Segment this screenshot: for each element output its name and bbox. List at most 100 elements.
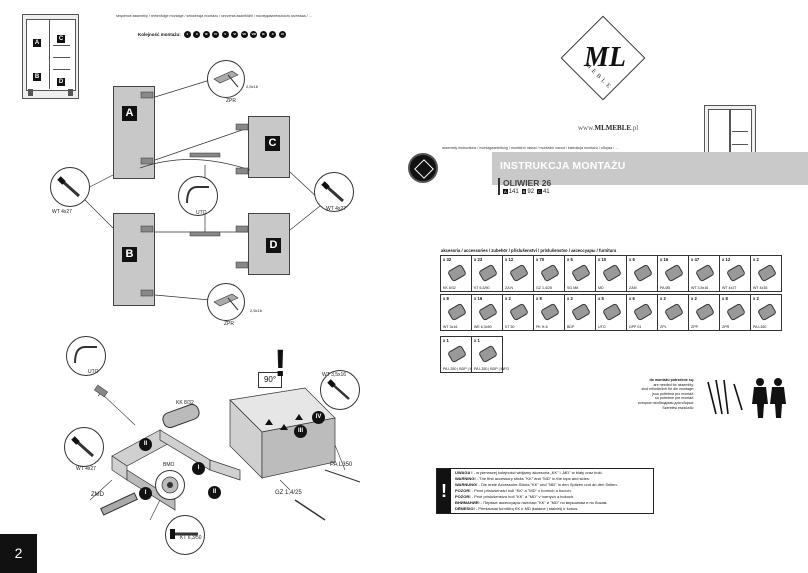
callout-zpr-top [207, 60, 245, 98]
accessory-qty: x 12 [505, 257, 514, 262]
warning-head: DĖMESIO! [455, 506, 475, 511]
sequence-step: 1 [183, 30, 191, 38]
sequence-step: IX [259, 30, 267, 38]
accessory-qty: x 2 [567, 296, 573, 301]
sequence-label: Kolejność montażu: [138, 31, 181, 37]
warning-line: WARNUNG! - Die erste Accessoire-Sticks "… [455, 482, 653, 488]
accessory-qty: x 2 [753, 257, 759, 262]
accessory-icon [633, 263, 653, 283]
warning-box: ! UWAGA ! - w pierwszej kolejności wbija… [436, 468, 654, 514]
accessory-code: KT 50 [505, 325, 515, 329]
accessory-icon [726, 263, 746, 283]
warning-head: UWAGA ! [455, 470, 473, 475]
warning-head: WARNUNG! [455, 482, 478, 487]
warning-line: WARNING! - The first accessory sticks "K… [455, 476, 653, 482]
accessory-icon [571, 263, 591, 283]
wt-lower-label: WT 4x27 [76, 466, 96, 472]
warning-line: UWAGA ! - w pierwszej kolejności wbijamy… [455, 470, 653, 476]
accessory-qty: x 2 [660, 296, 666, 301]
warning-exclamation: ! [274, 343, 287, 385]
zpr-bottom-label: ZPR [224, 321, 234, 327]
quality-seal [408, 153, 438, 183]
cabinet-letter-a: A [33, 39, 41, 47]
accessory-icon [664, 302, 684, 322]
accessory-qty: x 8 [443, 296, 449, 301]
tools-text-line: sú potrebné pre montáž: [655, 396, 694, 401]
accessory-code: ZPL [660, 325, 667, 329]
accessory-code: GZ 1,4/25 [536, 286, 552, 290]
accessory-code: WT 4x35 [753, 286, 768, 290]
accessory-qty: x 23 [474, 257, 483, 262]
accessory-qty: x 70 [536, 257, 545, 262]
callout-zpr-bottom [207, 283, 245, 321]
accessory-qty: x 6 [567, 257, 573, 262]
warning-text: - Pirmiausiai furnitūrą KK ir MD įkalame… [474, 506, 579, 511]
step-marker-ii-a: II [139, 438, 152, 451]
uto-label: UTO [196, 210, 207, 216]
product-code-badge: A [503, 189, 508, 194]
accessory-cell: x 1 PA L350 | BDP | INFO [440, 336, 478, 373]
accessory-code: PA L350 | BDP | INFO [474, 367, 510, 371]
product-code-value: 92 [527, 189, 535, 195]
accessory-qty: x 1 [443, 338, 449, 343]
accessory-code: PA L350 | BDP | INFO [443, 367, 479, 371]
warning-text: - The first accessory sticks "KK" and "M… [475, 476, 590, 481]
accessory-code: MD [598, 286, 604, 290]
sequence-step: II [193, 30, 201, 38]
warning-head: POZOR! [455, 494, 471, 499]
accessory-icon [478, 344, 498, 364]
accessory-icon [633, 302, 653, 322]
accessory-icon [757, 263, 777, 283]
product-code-badge: B [521, 189, 527, 194]
accessory-icon [540, 302, 560, 322]
callout-wt-left [50, 167, 90, 207]
product-code-badge: C [537, 189, 542, 194]
callout-uto-lower [66, 336, 106, 376]
accessory-cell: x 70 GZ 1,4/25 [533, 255, 565, 292]
bmo-label: BMO [163, 462, 175, 468]
cabinet-letter-c: C [57, 35, 65, 43]
accessory-cell: x 2 WT 4x35 [750, 255, 782, 292]
callout-uto [178, 176, 218, 216]
angle-box: 90° [258, 372, 282, 388]
panel-b-label: B [122, 247, 137, 262]
assembly-lines-upper [79, 79, 321, 301]
zpr-top-label: ZPR [226, 98, 236, 104]
accessory-qty: x 16 [660, 257, 669, 262]
accessory-code: KK 8/32 [443, 286, 456, 290]
tools-text: do montażu potrzebne są:are needed for a… [604, 378, 694, 410]
wt-screw-label: WT 3,5x16 [322, 372, 347, 378]
step-marker-iii: III [294, 425, 307, 438]
sequence-step: IV [212, 30, 220, 38]
accessory-icon [540, 263, 560, 283]
accessory-code: WT 4x27 [722, 286, 737, 290]
sequence-step: VIII [250, 30, 258, 38]
accessory-icon [757, 302, 777, 322]
accessory-code: ZAM [629, 286, 637, 290]
warning-icon: ! [437, 469, 451, 513]
warning-text: - Prvni příslušenství holi "KK" a "MD" v… [470, 488, 572, 493]
wt-right-label: WT 4x27 [326, 206, 346, 212]
product-name: OLIWIER 26 [503, 178, 552, 188]
cabinet-letter-d: D [57, 78, 65, 86]
accessory-code: ZPR [722, 325, 730, 329]
sequence-step: VI [231, 30, 239, 38]
accessory-qty: x 47 [691, 257, 700, 262]
tools-text-line: jsou potřebná pro montáž: [652, 391, 694, 396]
accessory-icon [602, 263, 622, 283]
